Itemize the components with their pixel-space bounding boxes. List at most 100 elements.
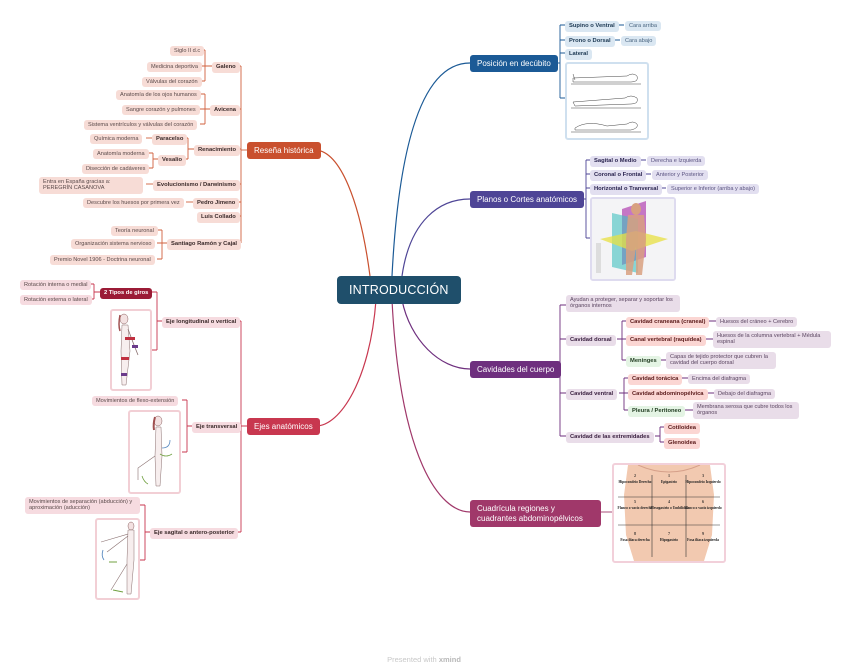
- abdomen-region-label: Flanco o vacío derecho: [618, 506, 653, 510]
- topic-prono[interactable]: Prono o Dorsal: [565, 36, 615, 47]
- topic-cavidad-extremidades[interactable]: Cavidad de las extremidades: [566, 432, 654, 443]
- leaf-anterior-posterior[interactable]: Anterior y Posterior: [652, 170, 708, 181]
- human-figure-icon: [100, 521, 135, 595]
- xmind-brand: xmind: [438, 655, 461, 664]
- leaf-rotacion-externa[interactable]: Rotación externa o lateral: [20, 295, 92, 306]
- topic-sagital-medio[interactable]: Sagital o Medio: [590, 156, 641, 167]
- leaf-cara-abajo[interactable]: Cara abajo: [621, 36, 657, 47]
- abdomen-region-label: Hipocondrio Izquierdo: [685, 480, 720, 484]
- leaf-craneo-cerebro[interactable]: Huesos del cráneo + Cerebro: [716, 317, 798, 328]
- topic-canal-vertebral[interactable]: Canal vertebral (raquídea): [626, 335, 706, 346]
- footer-attribution[interactable]: Presented with xmind: [0, 655, 848, 664]
- abdomen-region-number: 8: [634, 532, 636, 536]
- rotation-figure-image: [110, 309, 152, 391]
- topic-cotiloidea[interactable]: Cotiloidea: [664, 423, 701, 434]
- leaf-vesalio-2[interactable]: Disección de cadáveres: [82, 164, 150, 175]
- leaf-membrana-serosa[interactable]: Membrana serosa que cubre todos los órga…: [693, 402, 799, 419]
- leaf-galeno-3[interactable]: Válvulas del corazón: [142, 77, 202, 88]
- topic-cavidad-abdominopelvica[interactable]: Cavidad abdominopélvica: [628, 389, 708, 400]
- topic-cavidad-craneana[interactable]: Cavidad craneana (craneal): [626, 317, 710, 328]
- topic-pleura-peritoneo[interactable]: Pleura / Peritoneo: [628, 406, 686, 417]
- leaf-avicena-2[interactable]: Sangre corazón y pulmones: [122, 105, 200, 116]
- abdomen-region-number: 4: [668, 500, 670, 504]
- abdomen-region-number: 1: [668, 474, 670, 478]
- lying-figures-icon: [571, 73, 641, 133]
- leaf-encima-diafragma[interactable]: Encima del diafragma: [688, 374, 751, 385]
- human-figure-icon: [137, 415, 173, 487]
- abdomen-region-label: Hipocondrio Derecho: [619, 480, 652, 484]
- leaf-meninges-desc[interactable]: Capas de tejido protector que cubren la …: [666, 352, 776, 369]
- abdomen-region-label: Flanco o vacío izquierdo: [684, 506, 722, 510]
- branch-planos-cortes[interactable]: Planos o Cortes anatómicos: [470, 191, 585, 209]
- leaf-jimeno-1[interactable]: Descubre los huesos por primera vez: [83, 198, 184, 209]
- leaf-cavidades-intro[interactable]: Ayudan a proteger, separar y soportar lo…: [566, 295, 680, 312]
- abdomen-region-number: 3: [702, 474, 704, 478]
- leaf-cajal-1[interactable]: Teoría neuronal: [111, 226, 158, 237]
- abdomen-region-number: 2: [634, 474, 636, 478]
- abdomen-region-label: Hipogastrio: [660, 538, 678, 542]
- branch-posicion-decubito[interactable]: Posición en decúbito: [470, 55, 558, 73]
- leaf-cara-arriba[interactable]: Cara arriba: [625, 21, 661, 32]
- topic-tipos-de-giros[interactable]: 2 Tipos de giros: [100, 288, 153, 299]
- flexion-figure-image: [128, 410, 181, 494]
- leaf-derecha-izquierda[interactable]: Derecha e Izquierda: [647, 156, 706, 167]
- leaf-galeno-1[interactable]: Siglo II d.c: [170, 46, 205, 57]
- topic-cavidad-ventral[interactable]: Cavidad ventral: [566, 389, 618, 400]
- abdomen-region-number: 9: [702, 532, 704, 536]
- leaf-rotacion-interna[interactable]: Rotación interna o medial: [20, 280, 92, 291]
- leaf-avicena-3[interactable]: Sistema ventrículos y válvulas del coraz…: [84, 120, 198, 131]
- abdomen-region-number: 6: [702, 500, 704, 504]
- footer-prefix: Presented with: [387, 655, 437, 664]
- abdomen-region-label: Fosa ilíaca izquierda: [687, 538, 719, 542]
- leaf-paracelso-1[interactable]: Química moderna: [90, 134, 143, 145]
- leaf-cajal-2[interactable]: Organización sistema nervioso: [71, 239, 156, 250]
- topic-evolucionismo[interactable]: Evolucionismo / Darwinismo: [153, 180, 240, 191]
- topic-glenoidea[interactable]: Glenoidea: [664, 438, 701, 449]
- branch-cavidades-cuerpo[interactable]: Cavidades del cuerpo: [470, 361, 562, 379]
- topic-horizontal-transversal[interactable]: Horizontal o Tranversal: [590, 184, 663, 195]
- topic-supino[interactable]: Supino o Ventral: [565, 21, 619, 32]
- leaf-cajal-3[interactable]: Premio Novel 1906 - Doctrina neuronal: [50, 255, 155, 266]
- topic-lateral[interactable]: Lateral: [565, 49, 593, 60]
- topic-santiago-ramon-y-cajal[interactable]: Santiago Ramón y Cajal: [167, 239, 242, 250]
- abdomen-region-label: Mesogastrio o Umbilical: [650, 506, 687, 510]
- topic-paracelso[interactable]: Paracelso: [152, 134, 188, 145]
- planes-figure-image: [590, 197, 676, 281]
- abdomen-region-number: 5: [634, 500, 636, 504]
- leaf-superior-inferior[interactable]: Superior e Inferior (arriba y abajo): [667, 184, 759, 195]
- anatomical-planes-icon: [592, 199, 674, 279]
- abdomen-region-label: Fosa ilíaca derecha: [620, 538, 649, 542]
- leaf-avicena-1[interactable]: Anatomía de los ojos humanos: [116, 90, 201, 101]
- branch-ejes-anatomicos[interactable]: Ejes anatómicos: [247, 418, 320, 436]
- leaf-flexo-extension[interactable]: Movimientos de flexo-extensión: [92, 396, 179, 407]
- central-topic[interactable]: INTRODUCCIÓN: [337, 276, 461, 305]
- topic-meninges[interactable]: Meninges: [626, 356, 661, 367]
- topic-cavidad-toracica[interactable]: Cavidad torácica: [628, 374, 683, 385]
- topic-galeno[interactable]: Galeno: [212, 62, 240, 73]
- leaf-vesalio-1[interactable]: Anatomía moderna: [93, 149, 149, 160]
- abdomen-region-label: Epigastrio: [661, 480, 677, 484]
- leaf-columna-medula[interactable]: Huesos de la columna vertebral + Médula …: [713, 331, 831, 348]
- abdomen-region-number: 7: [668, 532, 670, 536]
- topic-cavidad-dorsal[interactable]: Cavidad dorsal: [566, 335, 616, 346]
- topic-eje-transversal[interactable]: Eje transversal: [192, 422, 242, 433]
- topic-luis-collado[interactable]: Luis Collado: [197, 212, 240, 223]
- topic-vesalio[interactable]: Vesalio: [158, 155, 186, 166]
- leaf-debajo-diafragma[interactable]: Debajo del diafragma: [714, 389, 776, 400]
- branch-cuadricula-abdominopelvica[interactable]: Cuadrícula regiones y cuadrantes abdomin…: [470, 500, 601, 528]
- human-figure-icon: [118, 313, 139, 386]
- leaf-galeno-2[interactable]: Medicina deportiva: [147, 62, 202, 73]
- topic-eje-sagital[interactable]: Eje sagital o antero-posterior: [150, 528, 239, 539]
- topic-eje-longitudinal[interactable]: Eje longitudinal o vertical: [162, 317, 241, 328]
- topic-avicena[interactable]: Avicena: [210, 105, 241, 116]
- leaf-evolucionismo-1[interactable]: Entra en España gracias a: PEREGRÍN CASA…: [39, 177, 143, 194]
- topic-coronal-frontal[interactable]: Coronal o Frontal: [590, 170, 647, 181]
- decubitus-figure-image: [565, 62, 649, 140]
- topic-pedro-jimeno[interactable]: Pedro Jimeno: [193, 198, 240, 209]
- topic-renacimiento[interactable]: Renacimiento: [194, 145, 241, 156]
- leaf-abduccion-aduccion[interactable]: Movimientos de separación (abducción) y …: [25, 497, 140, 514]
- branch-resena-historica[interactable]: Reseña histórica: [247, 142, 321, 160]
